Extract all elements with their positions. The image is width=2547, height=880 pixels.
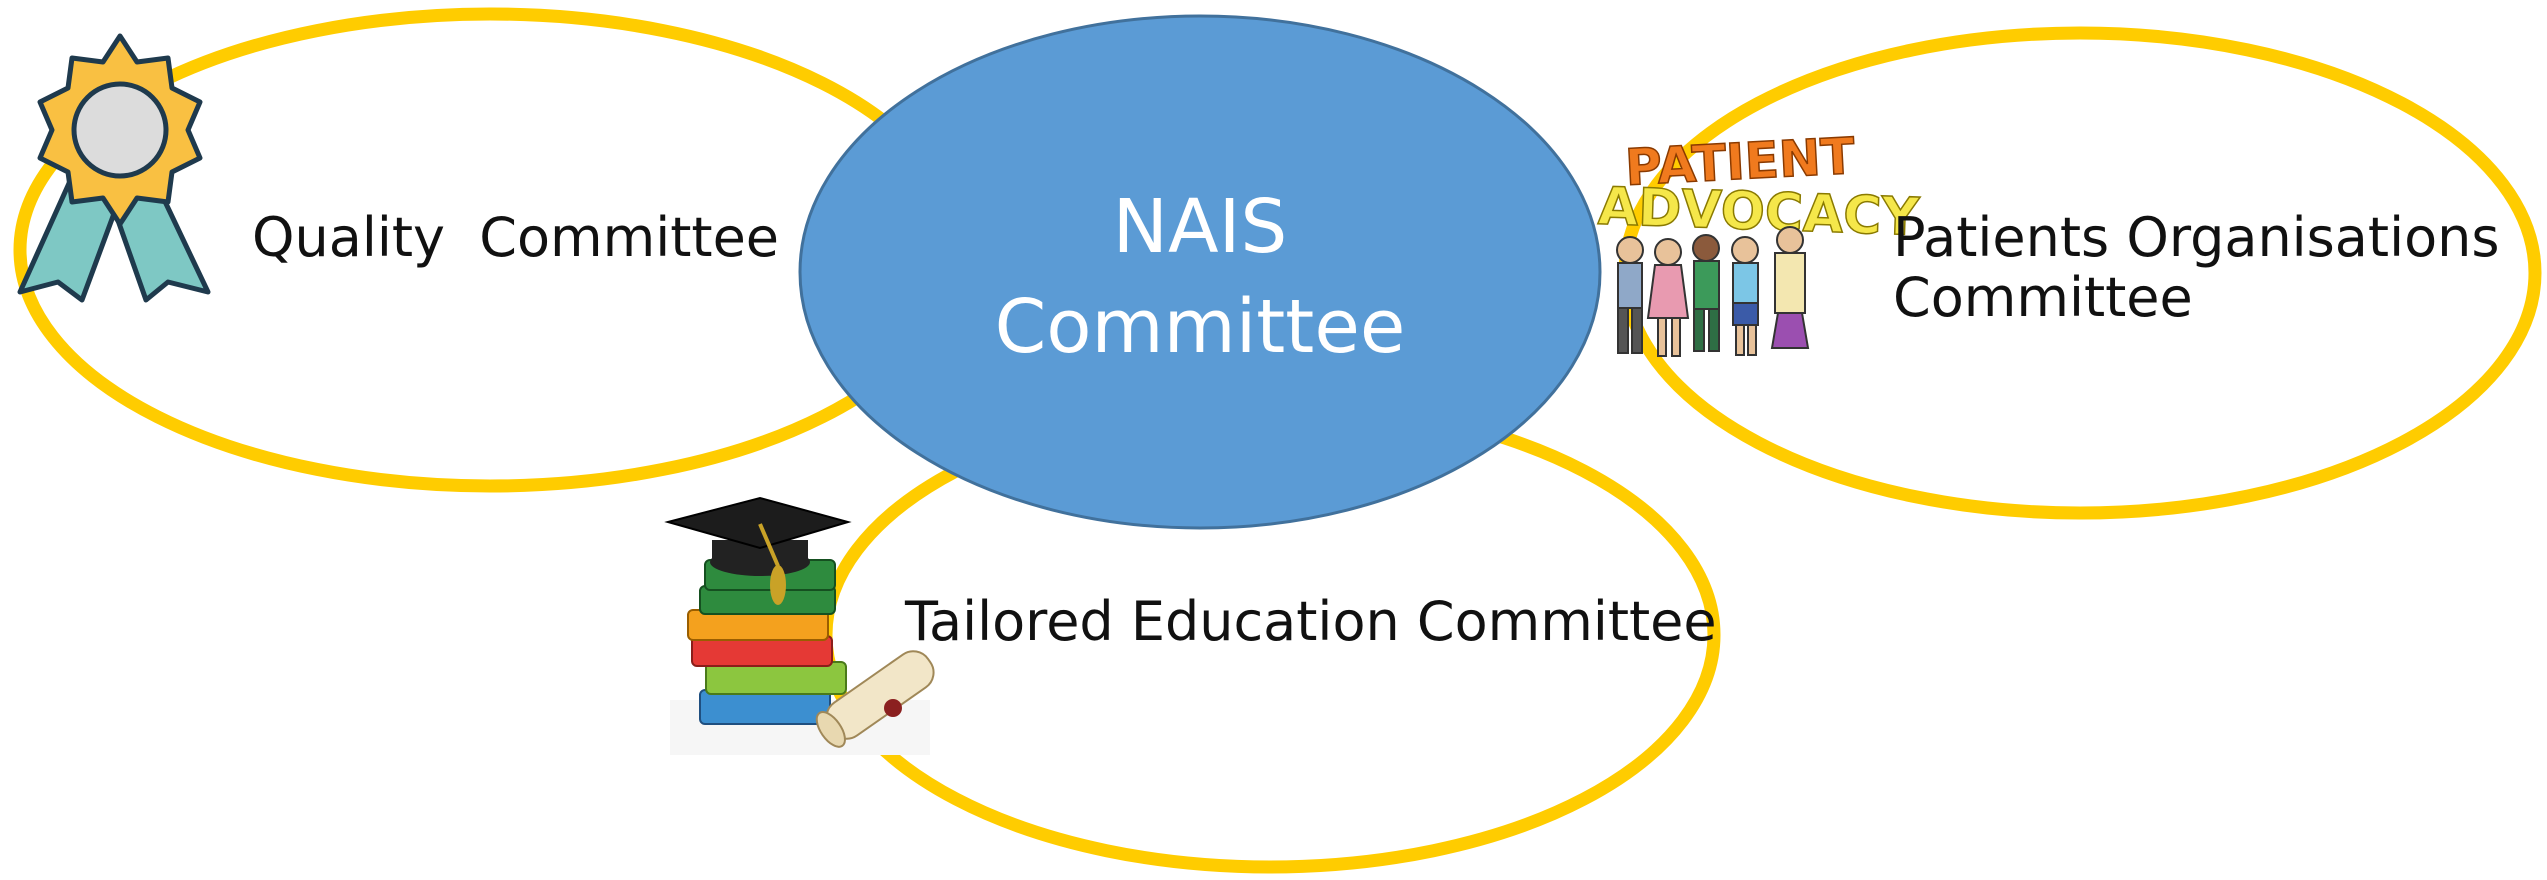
patients-label-line2: Committee (1893, 266, 2193, 330)
nais-committee-label: NAIS Committee (940, 178, 1460, 378)
tailored-education-committee-label: Tailored Education Committee (905, 590, 1717, 653)
nais-label-line1: NAIS (1112, 184, 1288, 270)
award-ribbon-icon (17, 33, 211, 303)
graduation-books-icon (664, 496, 935, 755)
advocacy-icon-text-patient: PATIENT (1624, 127, 1856, 197)
nais-label-line2: Committee (994, 283, 1406, 370)
nais-committee-ellipse (798, 14, 1602, 530)
advocacy-icon-text-advocacy: ADVOCACY (1597, 177, 1921, 248)
quality-committee-label: Quality Committee (252, 206, 780, 269)
patient-advocacy-icon: PATIENT ADVOCACY (1596, 126, 1922, 357)
patients-label-line1: Patients Organisations (1893, 206, 2500, 269)
